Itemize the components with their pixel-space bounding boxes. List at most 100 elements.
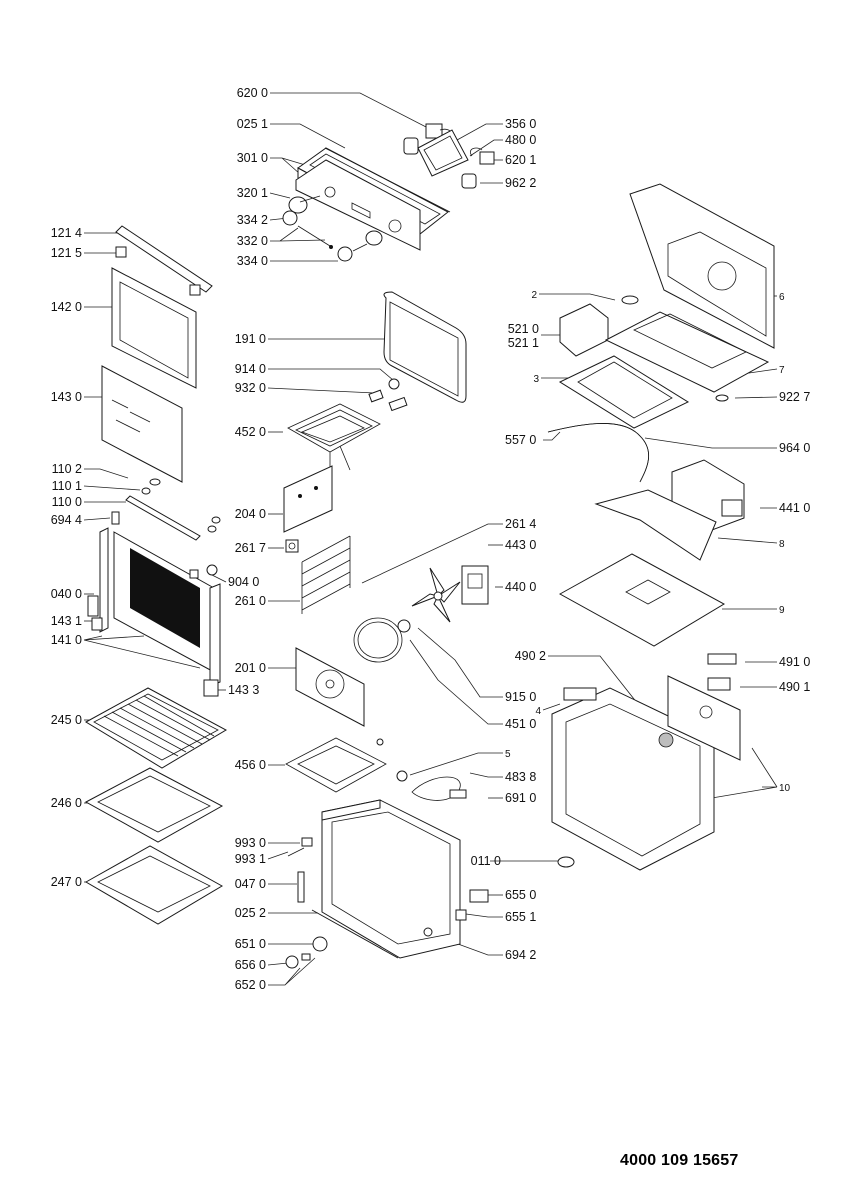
bottom-element [285,737,387,793]
oven-lamp [368,378,408,412]
label-334-0: 334 0 [237,254,268,268]
cable-and-thermostat [396,770,467,801]
label-246-0: 246 0 [51,796,82,810]
label-490-2: 490 2 [515,649,546,663]
side-rails [301,535,351,614]
label-490-1: 490 1 [779,680,810,694]
label-443-0: 443 0 [505,538,536,552]
label-915-0: 915 0 [505,690,536,704]
label-3: 3 [533,374,539,385]
label-110-2: 110 2 [52,462,82,476]
enamel-tray [84,767,224,843]
fan-motor [461,565,489,605]
terminal-parts [557,653,737,868]
label-557-0: 557 0 [505,433,536,447]
label-904-0: 904 0 [228,575,259,589]
label-143-1: 143 1 [51,614,82,628]
label-110-0: 110 0 [52,495,82,509]
label-204-0: 204 0 [235,507,266,521]
label-655-0: 655 0 [505,888,536,902]
glass-clips [111,478,221,541]
grill-element [287,403,381,471]
label-2: 2 [531,290,537,301]
label-441-0: 441 0 [779,501,810,515]
cooling-tube [547,423,650,483]
top-cover [558,553,726,647]
wire-rack [84,687,228,769]
label-356-0: 356 0 [505,117,536,131]
label-993-0: 993 0 [235,836,266,850]
label-201-0: 201 0 [235,661,266,675]
label-261-7: 261 7 [235,541,266,555]
small-parts-bottom [285,837,328,969]
label-655-1: 655 1 [505,910,536,924]
label-334-2: 334 2 [237,213,268,227]
label-620-0: 620 0 [237,86,268,100]
outer-casing [551,675,741,871]
label-922-7: 922 7 [779,390,810,404]
label-011-0: 011 0 [471,854,501,868]
label-451-0: 451 0 [505,717,536,731]
control-knobs [282,195,383,262]
control-panel [295,147,451,251]
label-656-0: 656 0 [235,958,266,972]
label-332-0: 332 0 [237,234,268,248]
side-rail-clip [285,539,299,553]
deep-tray [84,845,224,925]
label-047-0: 047 0 [235,877,266,891]
label-651-0: 651 0 [235,937,266,951]
back-cover-plate [283,465,333,533]
label-440-0: 440 0 [505,580,536,594]
label-694-4: 694 4 [51,513,82,527]
label-6: 6 [779,292,785,303]
label-521-0: 521 0 [508,322,539,336]
label-040-0: 040 0 [51,587,82,601]
label-521-1: 521 1 [508,336,539,350]
door-top-trim [115,225,213,296]
label-962-2: 962 2 [505,176,536,190]
label-143-3: 143 3 [228,683,259,697]
label-261-4: 261 4 [505,517,536,531]
label-914-0: 914 0 [235,362,266,376]
label-320-1: 320 1 [237,186,268,200]
label-652-0: 652 0 [235,978,266,992]
label-691-0: 691 0 [505,791,536,805]
label-191-0: 191 0 [235,332,266,346]
oven-cavity [311,799,461,959]
label-8: 8 [779,539,785,550]
label-10: 10 [779,783,791,794]
label-025-1: 025 1 [237,117,268,131]
air-duct [594,489,717,561]
label-142-0: 142 0 [51,300,82,314]
inner-glass [111,267,197,389]
label-261-0: 261 0 [235,594,266,608]
top-plates [558,311,770,429]
door-gasket [383,291,467,403]
label-694-2: 694 2 [505,948,536,962]
right-small-parts [423,889,489,937]
circular-element [353,617,411,663]
label-247-0: 247 0 [51,875,82,889]
label-620-1: 620 1 [505,153,536,167]
label-141-0: 141 0 [51,633,82,647]
label-110-1: 110 1 [52,479,82,493]
back-panel [629,183,775,349]
label-143-0: 143 0 [51,390,82,404]
label-245-0: 245 0 [51,713,82,727]
label-452-0: 452 0 [235,425,266,439]
label-480-0: 480 0 [505,133,536,147]
label-993-1: 993 1 [235,852,266,866]
label-456-0: 456 0 [235,758,266,772]
label-7: 7 [779,365,785,376]
label-121-4: 121 4 [51,226,82,240]
label-964-0: 964 0 [779,441,810,455]
label-5: 5 [505,749,511,760]
fan-blade [411,567,461,623]
label-025-2: 025 2 [235,906,266,920]
fan-cover [295,647,365,727]
label-932-0: 932 0 [235,381,266,395]
glass-pane [101,365,183,483]
leader-lines [83,92,778,986]
label-483-8: 483 8 [505,770,536,784]
